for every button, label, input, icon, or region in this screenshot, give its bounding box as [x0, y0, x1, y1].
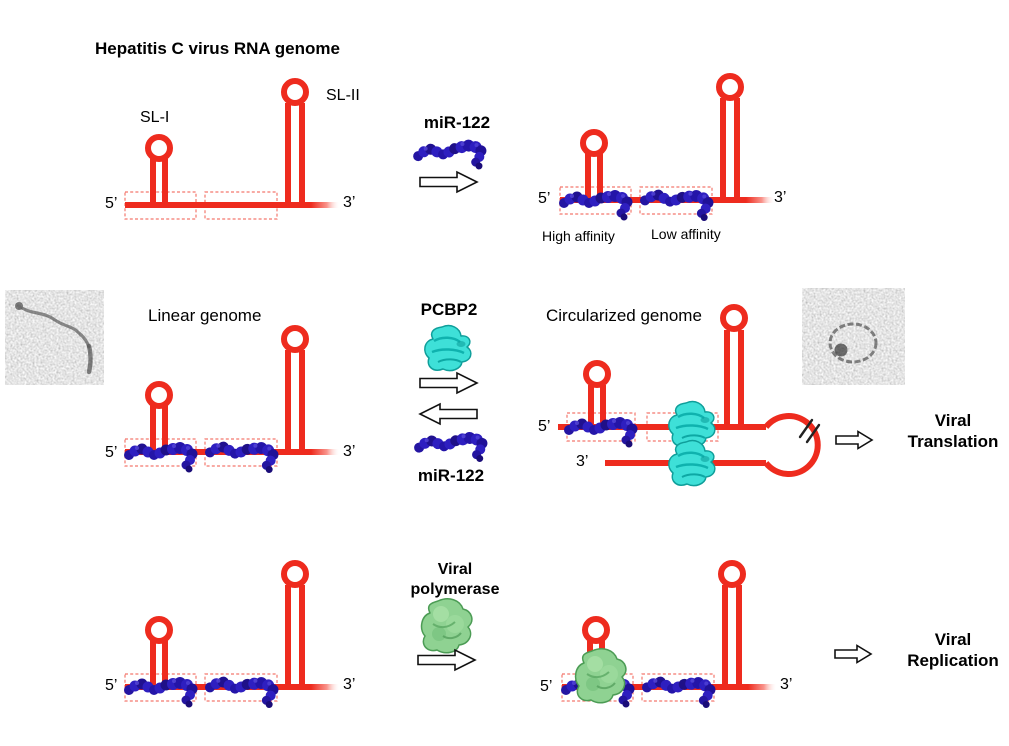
- mir122-middle-label: miR-122: [417, 466, 485, 485]
- low-affinity-label: Low affinity: [651, 226, 721, 242]
- viral-polymerase-line1: Viral: [437, 561, 473, 578]
- three-prime-label: 3’: [780, 676, 793, 693]
- rna-structure-linear-genome: [124, 328, 340, 474]
- em-image-circularized-genome: [802, 288, 905, 385]
- mir122-molecule-icon: [124, 442, 198, 473]
- figure-title: Hepatitis C virus RNA genome: [95, 39, 340, 58]
- strand-break-slash-icon: [805, 423, 821, 444]
- mir122-molecule-icon: [641, 674, 717, 709]
- pcbp2-molecule-icon: [667, 439, 717, 487]
- left-arrow-icon: [419, 403, 478, 425]
- viral-translation-line2: Translation: [907, 432, 999, 452]
- three-prime-label: 3’: [343, 194, 356, 211]
- three-prime-label: 3’: [774, 189, 787, 206]
- circularized-genome-label: Circularized genome: [546, 306, 702, 325]
- viral-replication-label: Viral Replication: [907, 629, 999, 672]
- sl2-label: SL-II: [326, 87, 360, 104]
- polymerase-reaction: [417, 597, 476, 671]
- viral-replication-line2: Replication: [907, 651, 999, 671]
- pcbp2-mir122-exchange: [413, 324, 489, 466]
- mir122-molecule-low-affinity-icon: [639, 187, 715, 222]
- pcbp2-molecule-icon: [423, 324, 473, 372]
- mir122-reaction-top: [412, 138, 488, 193]
- viral-translation-label: Viral Translation: [908, 410, 999, 453]
- translation-arrow-icon: [835, 430, 873, 450]
- rna-structure-bottom-left: [124, 563, 340, 709]
- three-prime-label: 3’: [576, 453, 589, 470]
- right-arrow-icon: [419, 171, 478, 193]
- high-affinity-label: High affinity: [542, 228, 615, 244]
- five-prime-label: 5’: [540, 678, 553, 695]
- five-prime-label: 5’: [538, 418, 551, 435]
- five-prime-label: 5’: [105, 444, 118, 461]
- rna-structure-polymerase-bound: [561, 563, 777, 709]
- three-prime-label: 3’: [343, 443, 356, 460]
- rna-structure-mir122-bound: [559, 76, 775, 222]
- pcbp2-molecule-icon: [667, 400, 717, 448]
- em-image-linear-genome: [5, 290, 104, 385]
- mir122-molecule-high-affinity-icon: [559, 190, 633, 221]
- viral-polymerase-molecule-icon: [574, 647, 627, 704]
- rna-structure-circularized-genome: [558, 304, 821, 487]
- viral-polymerase-line2: polymerase: [410, 581, 500, 598]
- mir122-molecule-icon: [124, 677, 198, 708]
- rna-structure-hcv-genome: [125, 81, 340, 219]
- linear-genome-label: Linear genome: [148, 306, 262, 325]
- five-prime-label: 5’: [105, 677, 118, 694]
- viral-polymerase-molecule-icon: [420, 597, 473, 654]
- three-prime-label: 3’: [343, 676, 356, 693]
- right-arrow-icon: [419, 372, 478, 394]
- viral-translation-line1: Viral: [934, 411, 972, 430]
- viral-polymerase-label: Viral polymerase: [411, 560, 500, 600]
- five-prime-label: 5’: [105, 195, 118, 212]
- mir122-top-label: miR-122: [423, 113, 491, 132]
- sl1-label: SL-I: [140, 109, 170, 126]
- mir122-molecule-icon: [412, 138, 488, 174]
- strand-break-slash-icon: [798, 418, 814, 439]
- viral-replication-line1: Viral: [934, 630, 972, 649]
- pcbp2-label: PCBP2: [420, 300, 478, 319]
- five-prime-label: 5’: [538, 190, 551, 207]
- mir122-molecule-icon: [204, 439, 280, 474]
- mir122-molecule-icon: [413, 431, 489, 466]
- replication-arrow-icon: [834, 644, 872, 664]
- mir122-molecule-icon: [204, 674, 280, 709]
